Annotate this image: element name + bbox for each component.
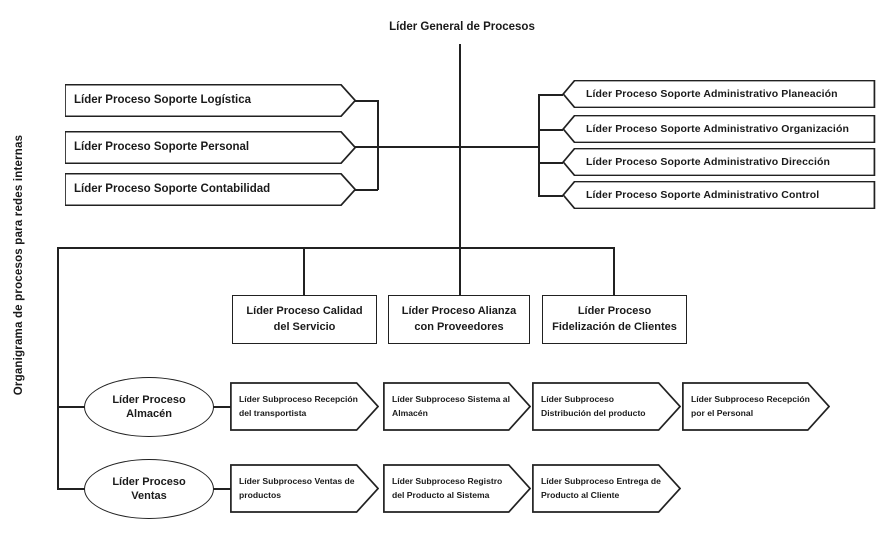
process-label: Líder Proceso Soporte Administrativo Pla… [586, 87, 838, 100]
subprocess-label: Líder Subproceso Sistema al Almacén [392, 394, 510, 418]
lane-owner-almacen: Líder Proceso Almacén [84, 377, 214, 437]
connector-right-stub-1 [538, 94, 563, 96]
connector-lanes-trunk [57, 247, 59, 490]
process-label: Líder Proceso Alianza con Proveedores [401, 304, 517, 333]
process-label: Líder Proceso Soporte Personal [74, 141, 250, 154]
process-label: Líder Proceso Fidelización de Clientes [552, 304, 677, 333]
connector-almacen-to-step [212, 406, 232, 408]
connector-right-stub-3 [538, 162, 563, 164]
right-arrow-shape [65, 84, 357, 117]
connector-left-bracket [377, 100, 379, 190]
connector-center-trunk [459, 44, 461, 295]
connector-tier2-rail [57, 247, 614, 249]
process-label: Líder Proceso Soporte Logística [74, 94, 252, 107]
chevron-shape [230, 382, 379, 431]
lane-owner-ventas: Líder Proceso Ventas [84, 459, 214, 519]
connector-left-stub-1 [355, 100, 378, 102]
left-point-shape [562, 80, 876, 108]
chevron-shape [383, 382, 531, 431]
lane-owner-label: Líder Proceso Almacén [112, 393, 186, 420]
right-arrow-shape [65, 131, 357, 164]
process-soporte-contabilidad: Líder Proceso Soporte Contabilidad [65, 173, 357, 206]
process-alianza-proveedores: Líder Proceso Alianza con Proveedores [388, 295, 530, 344]
connector-main-horizontal [355, 146, 539, 148]
process-soporte-personal: Líder Proceso Soporte Personal [65, 131, 357, 164]
right-arrow-shape [65, 173, 357, 206]
process-admin-planeacion: Líder Proceso Soporte Administrativo Pla… [562, 80, 876, 108]
connector-ventas-to-step [212, 488, 232, 490]
subprocess-label: Líder Subproceso Recepción por el Person… [691, 394, 810, 418]
diagram-side-label: Organigrama de procesos para redes inter… [13, 134, 25, 396]
chevron-shape [383, 464, 531, 513]
connector-lane-ventas-stub [57, 488, 86, 490]
left-point-shape [562, 115, 876, 143]
subprocess-label: Líder Subproceso Distribución del produc… [541, 394, 646, 418]
left-point-shape [562, 148, 876, 176]
subprocess-registro-producto-sistema: Líder Subproceso Registro del Producto a… [383, 464, 531, 513]
chevron-shape [532, 382, 681, 431]
subprocess-label: Líder Subproceso Ventas de productos [239, 476, 355, 500]
connector-left-stub-3 [355, 189, 378, 191]
process-admin-control: Líder Proceso Soporte Administrativo Con… [562, 181, 876, 209]
process-label: Líder Proceso Soporte Administrativo Dir… [586, 155, 831, 168]
subprocess-recepcion-transportista: Líder Subproceso Recepción del transport… [230, 382, 379, 431]
process-label: Líder Proceso Calidad del Servicio [246, 304, 363, 333]
subprocess-sistema-almacen: Líder Subproceso Sistema al Almacén [383, 382, 531, 431]
process-admin-organizacion: Líder Proceso Soporte Administrativo Org… [562, 115, 876, 143]
subprocess-ventas-productos: Líder Subproceso Ventas de productos [230, 464, 379, 513]
connector-right-stub-2 [538, 129, 563, 131]
process-calidad-servicio: Líder Proceso Calidad del Servicio [232, 295, 377, 344]
process-soporte-logistica: Líder Proceso Soporte Logística [65, 84, 357, 117]
chevron-shape [532, 464, 681, 513]
connector-right-bracket [538, 94, 540, 196]
process-label: Líder Proceso Soporte Contabilidad [74, 183, 271, 196]
chevron-shape [682, 382, 830, 431]
process-admin-direccion: Líder Proceso Soporte Administrativo Dir… [562, 148, 876, 176]
subprocess-label: Líder Subproceso Entrega de Producto al … [541, 476, 661, 500]
subprocess-entrega-producto-cliente: Líder Subproceso Entrega de Producto al … [532, 464, 681, 513]
connector-drop-fidelizacion [613, 247, 615, 295]
connector-lane-almacen-stub [57, 406, 86, 408]
lane-owner-label: Líder Proceso Ventas [112, 475, 186, 502]
process-label: Líder Proceso Soporte Administrativo Con… [586, 188, 820, 201]
subprocess-distribucion-producto: Líder Subproceso Distribución del produc… [532, 382, 681, 431]
left-point-shape [562, 181, 876, 209]
connector-right-stub-4 [538, 195, 563, 197]
subprocess-label: Líder Subproceso Registro del Producto a… [392, 476, 503, 500]
chevron-shape [230, 464, 379, 513]
process-fidelizacion-clientes: Líder Proceso Fidelización de Clientes [542, 295, 687, 344]
connector-drop-calidad [303, 247, 305, 295]
diagram-title: Líder General de Procesos [389, 21, 535, 33]
subprocess-label: Líder Subproceso Recepción del transport… [239, 394, 358, 418]
process-label: Líder Proceso Soporte Administrativo Org… [586, 122, 849, 135]
subprocess-recepcion-personal: Líder Subproceso Recepción por el Person… [682, 382, 830, 431]
